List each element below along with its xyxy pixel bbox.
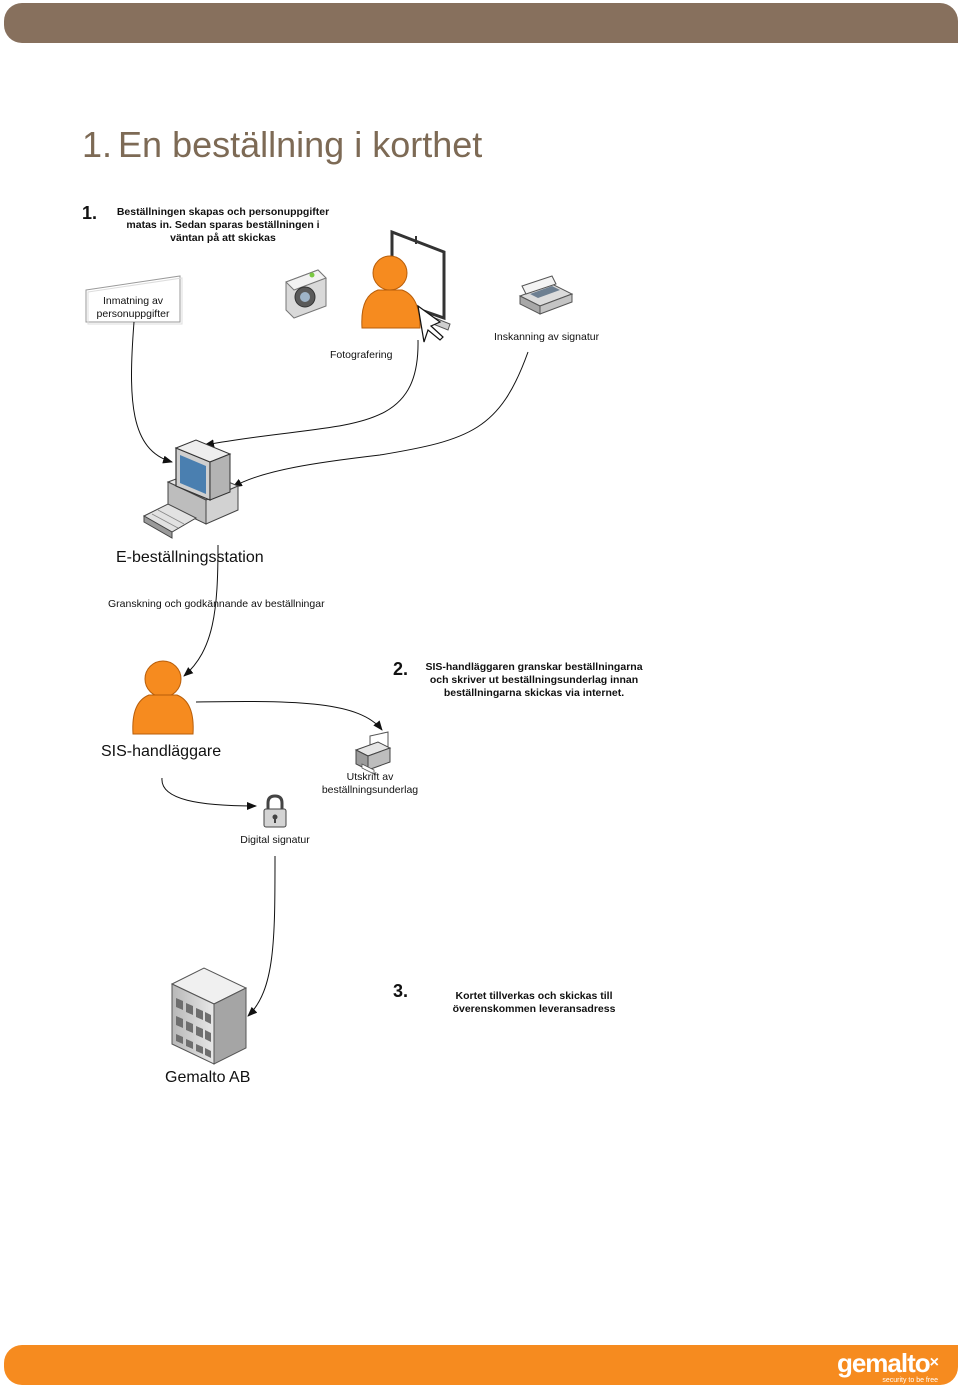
printout-label-1: Utskrift av <box>347 771 394 783</box>
camera-icon <box>285 269 327 319</box>
photo-label: Fotografering <box>330 349 393 361</box>
digital-signature-label: Digital signatur <box>240 834 310 846</box>
scanner-icon <box>518 275 574 315</box>
page-title-number: 1. <box>82 124 113 165</box>
workstation-computer-icon <box>142 439 240 539</box>
arrow-station-to-officer <box>183 544 219 677</box>
arrow-signature-to-gemalto <box>247 855 276 1017</box>
photographer-person-icon <box>361 255 421 329</box>
arrow-scan-to-station <box>232 351 529 488</box>
arrow-data-entry-to-station <box>131 321 173 464</box>
gemalto-tagline: security to be free <box>882 1377 938 1384</box>
step-2-line-1: SIS-handläggaren granskar beställningarn… <box>425 661 642 673</box>
station-label: E-beställningsstation <box>116 549 264 566</box>
review-label: Granskning och godkännande av beställnin… <box>108 598 325 610</box>
step-3-line-1: Kortet tillverkas och skickas till <box>456 990 613 1002</box>
step-2-number: 2. <box>393 659 408 679</box>
gemalto-building-icon <box>170 967 248 1065</box>
sis-officer-person-icon <box>132 660 194 735</box>
data-entry-form-icon <box>85 275 183 325</box>
printout-label-2: beställningsunderlag <box>322 784 418 796</box>
step-1-line-3: väntan på att skickas <box>170 232 276 244</box>
header-bar <box>4 3 958 43</box>
page-title-text: En beställning i korthet <box>118 124 483 165</box>
arrow-officer-to-printer <box>195 700 383 731</box>
gemalto-logo-mark: × <box>929 1354 939 1371</box>
gemalto-logo-word: gemalto <box>836 1348 931 1378</box>
step-3-number: 3. <box>393 981 408 1001</box>
step-1-number: 1. <box>82 203 97 223</box>
step-2-line-2: och skriver ut beställningsunderlag inna… <box>430 674 638 686</box>
footer-bar <box>4 1345 958 1385</box>
gemalto-label: Gemalto AB <box>165 1069 250 1086</box>
step-1-line-1: Beställningen skapas och personuppgifter <box>117 206 329 218</box>
gemalto-logo: gemalto× security to be free <box>836 1348 939 1385</box>
page-title: 1.En beställning i korthet <box>82 124 482 166</box>
step-2-line-3: beställningarna skickas via internet. <box>444 687 624 699</box>
arrow-photo-to-station <box>204 339 419 448</box>
data-entry-label-1: Inmatning av <box>103 295 164 307</box>
officer-label: SIS-handläggare <box>101 743 221 760</box>
padlock-icon <box>263 794 287 828</box>
arrow-officer-to-signature <box>161 777 257 810</box>
cursor-icon <box>417 304 444 343</box>
data-entry-label-2: personuppgifter <box>97 308 170 320</box>
printer-icon <box>354 731 392 775</box>
step-3-line-2: överenskommen leveransadress <box>453 1003 616 1015</box>
step-1-line-2: matas in. Sedan sparas beställningen i <box>126 219 319 231</box>
signature-scan-label: Inskanning av signatur <box>494 331 600 343</box>
